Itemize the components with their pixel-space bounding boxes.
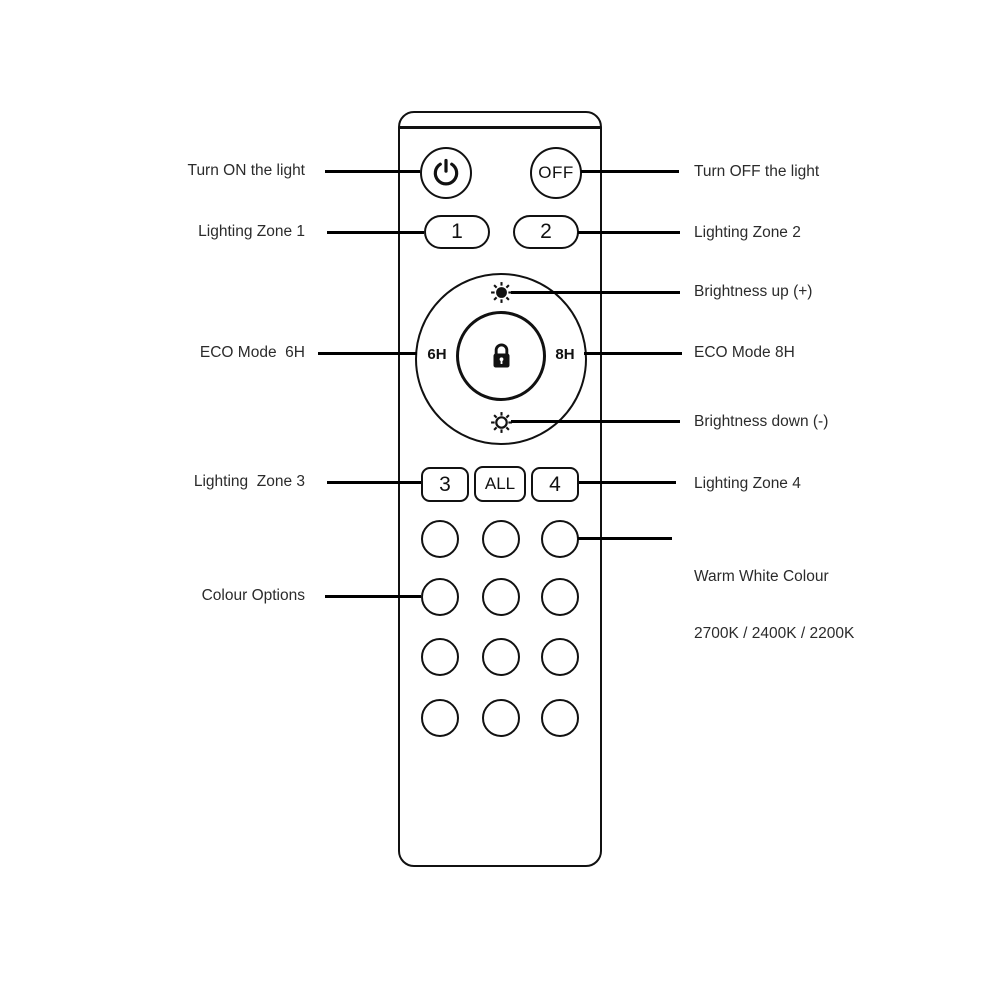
connector-colour-options [325, 595, 421, 599]
label-turn-off: Turn OFF the light [694, 163, 820, 180]
zone-4-label: 4 [549, 472, 561, 496]
lock-icon [493, 343, 509, 368]
power-on-button[interactable] [420, 147, 472, 199]
colour-option-button-6[interactable] [541, 578, 579, 616]
label-colour-options: Colour Options [201, 587, 305, 604]
connector-turn-on [325, 170, 420, 174]
power-icon [433, 158, 459, 186]
colour-option-button-7[interactable] [421, 638, 459, 676]
zone-4-button[interactable]: 4 [531, 467, 579, 502]
colour-option-button-9[interactable] [541, 638, 579, 676]
zone-3-button[interactable]: 3 [421, 467, 469, 502]
label-warm-white-line1: Warm White Colour [694, 568, 829, 585]
colour-option-button-8[interactable] [482, 638, 520, 676]
label-warm-white: Warm White Colour 2700K / 2400K / 2200K [694, 529, 854, 681]
zone-3-label: 3 [439, 472, 451, 496]
connector-turn-off [581, 170, 679, 174]
colour-option-button-1[interactable] [421, 520, 459, 558]
zone-1-button[interactable]: 1 [424, 215, 490, 249]
colour-option-button-4[interactable] [421, 578, 459, 616]
label-eco-8h: ECO Mode 8H [694, 344, 795, 361]
connector-eco-8h [584, 352, 682, 356]
connector-brightness-up [511, 291, 680, 295]
off-button-label: OFF [538, 163, 574, 182]
connector-zone-3 [327, 481, 421, 485]
lock-button[interactable] [456, 311, 546, 401]
colour-option-button-12[interactable] [541, 699, 579, 737]
label-brightness-up: Brightness up (+) [694, 283, 813, 300]
colour-option-button-10[interactable] [421, 699, 459, 737]
eco-6h-button[interactable]: 6H [427, 346, 447, 363]
connector-zone-4 [579, 481, 676, 485]
zone-all-button[interactable]: ALL [474, 466, 526, 502]
colour-option-button-3[interactable] [541, 520, 579, 558]
eco-8h-button[interactable]: 8H [555, 346, 575, 363]
brightness-down-button[interactable] [489, 410, 514, 435]
zone-2-label: 2 [540, 220, 552, 243]
zone-all-label: ALL [484, 474, 516, 493]
colour-option-button-2[interactable] [482, 520, 520, 558]
connector-zone-2 [578, 231, 680, 235]
label-eco-6h: ECO Mode 6H [199, 344, 305, 361]
connector-brightness-down [511, 420, 680, 424]
label-zone-2: Lighting Zone 2 [694, 224, 801, 241]
label-warm-white-line2: 2700K / 2400K / 2200K [694, 625, 855, 642]
label-zone-1: Lighting Zone 1 [198, 223, 305, 240]
sun-outline-icon [491, 412, 512, 433]
colour-option-button-5[interactable] [482, 578, 520, 616]
connector-eco-6h [318, 352, 417, 356]
zone-2-button[interactable]: 2 [513, 215, 579, 249]
connector-zone-1 [327, 231, 424, 235]
label-brightness-down: Brightness down (-) [694, 413, 829, 430]
connector-warm-white [578, 537, 672, 541]
label-turn-on: Turn ON the light [187, 162, 305, 179]
label-zone-4: Lighting Zone 4 [694, 475, 801, 492]
zone-1-label: 1 [451, 220, 463, 243]
label-zone-3: Lighting Zone 3 [193, 473, 305, 490]
colour-option-button-11[interactable] [482, 699, 520, 737]
power-off-button[interactable]: OFF [530, 147, 582, 199]
remote-top-divider [400, 126, 600, 129]
